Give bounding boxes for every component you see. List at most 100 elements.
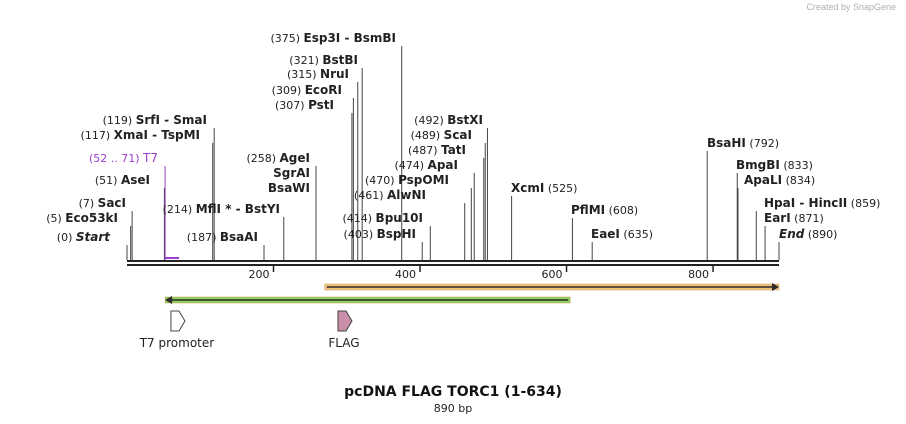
site-name: BsaHI [707, 136, 746, 150]
site-name: HpaI - HincII [764, 196, 847, 210]
site-label: ApaLI (834) [744, 173, 815, 187]
green-feature-arrow [165, 296, 173, 304]
site-name: PstI [308, 98, 334, 112]
watermark: Created by SnapGene [806, 2, 896, 12]
tick-label: 200 [249, 268, 270, 281]
site-name: PspOMI [398, 173, 449, 187]
site-name: SrfI - SmaI [136, 113, 207, 127]
site-name: AgeI [280, 151, 310, 165]
site-position: (403) [344, 228, 377, 241]
site-name: BsaAI [220, 230, 258, 244]
site-name: XcmI [511, 181, 544, 195]
site-label: BmgBI (833) [736, 158, 813, 172]
site-position: (307) [275, 99, 308, 112]
site-name: Start [76, 230, 111, 244]
site-name: MflI * - BstYI [196, 202, 280, 216]
site-name: BspHI [377, 227, 416, 241]
site-name: ApaI [428, 158, 458, 172]
site-position: (474) [394, 159, 427, 172]
site-label: (309) EcoRI [272, 83, 342, 97]
site-label: (52 .. 71) T7 [89, 151, 158, 165]
tick-label: 800 [688, 268, 709, 281]
site-label: (321) BstBI [289, 53, 358, 67]
site-label: BsaWI [268, 181, 310, 195]
site-label: (487) TatI [408, 143, 466, 157]
site-position: (258) [246, 152, 279, 165]
site-name: BstXI [447, 113, 483, 127]
site-name: PflMI [571, 203, 605, 217]
site-label: SgrAI [273, 166, 310, 180]
site-label: (474) ApaI [394, 158, 458, 172]
site-label: (0) Start [57, 230, 111, 244]
site-name: AseI [121, 173, 150, 187]
site-name: Bpu10I [376, 211, 423, 225]
site-label: (489) ScaI [411, 128, 472, 142]
site-label: (51) AseI [95, 173, 150, 187]
site-position: (487) [408, 144, 441, 157]
site-position: (7) [79, 197, 98, 210]
backbone-bottom [127, 264, 779, 266]
site-label: (7) SacI [79, 196, 126, 210]
site-label: XcmI (525) [511, 181, 577, 195]
site-position: (187) [187, 231, 220, 244]
site-position: (119) [103, 114, 136, 127]
map-title: pcDNA FLAG TORC1 (1-634) [344, 384, 562, 400]
site-name: BstBI [322, 53, 358, 67]
site-position: (890) [804, 228, 837, 241]
site-label: (307) PstI [275, 98, 334, 112]
tick-label: 400 [395, 268, 416, 281]
site-name: EcoRI [305, 83, 342, 97]
site-label: (119) SrfI - SmaI [103, 113, 207, 127]
site-label: (492) BstXI [414, 113, 483, 127]
site-position: (414) [342, 212, 375, 225]
site-name: BsaWI [268, 181, 310, 195]
site-position: (871) [791, 212, 824, 225]
site-position: (52 .. 71) [89, 152, 143, 165]
site-label: EaeI (635) [591, 227, 653, 241]
site-position: (608) [605, 204, 638, 217]
site-name: XmaI - TspMI [114, 128, 200, 142]
site-label: (117) XmaI - TspMI [81, 128, 200, 142]
site-position: (635) [620, 228, 653, 241]
site-position: (525) [544, 182, 577, 195]
site-position: (833) [780, 159, 813, 172]
site-position: (492) [414, 114, 447, 127]
annotation-arrow [170, 310, 186, 332]
annotation-label: T7 promoter [139, 336, 215, 350]
site-label: End (890) [779, 227, 837, 241]
site-name: End [779, 227, 805, 241]
site-label: (258) AgeI [246, 151, 310, 165]
orange-feature-arrow [772, 283, 779, 291]
annotation-label: FLAG [328, 336, 359, 350]
site-label: (315) NruI [287, 67, 349, 81]
site-label: HpaI - HincII (859) [764, 196, 880, 210]
site-name: BmgBI [736, 158, 780, 172]
site-label: (5) Eco53kI [46, 211, 118, 225]
site-name: SgrAI [273, 166, 310, 180]
site-position: (5) [46, 212, 65, 225]
site-position: (470) [365, 174, 398, 187]
backbone-top [127, 260, 779, 262]
tick-label: 600 [542, 268, 563, 281]
site-label: BsaHI (792) [707, 136, 779, 150]
site-position: (309) [272, 84, 305, 97]
site-name: ApaLI [744, 173, 782, 187]
site-name: ScaI [444, 128, 472, 142]
site-position: (792) [746, 137, 779, 150]
site-position: (859) [847, 197, 880, 210]
site-label: (414) Bpu10I [342, 211, 423, 225]
site-label: (461) AlwNI [354, 188, 426, 202]
site-label: (214) MflI * - BstYI [163, 202, 280, 216]
site-name: Esp3I - BsmBI [304, 31, 396, 45]
site-label: (403) BspHI [344, 227, 416, 241]
site-position: (214) [163, 203, 196, 216]
site-label: (187) BsaAI [187, 230, 258, 244]
site-name: Eco53kI [65, 211, 118, 225]
site-position: (461) [354, 189, 387, 202]
site-name: AlwNI [387, 188, 426, 202]
site-label: (375) Esp3I - BsmBI [270, 31, 396, 45]
site-position: (321) [289, 54, 322, 67]
site-label: PflMI (608) [571, 203, 638, 217]
map-length: 890 bp [433, 402, 473, 415]
